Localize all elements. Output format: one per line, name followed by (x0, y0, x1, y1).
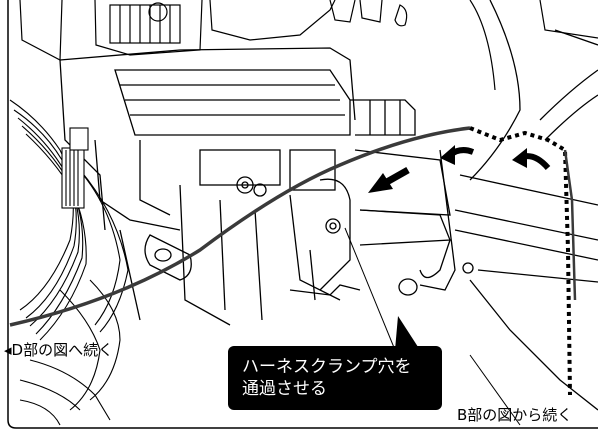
main-unit (59, 47, 451, 326)
frame-border (7, 0, 598, 429)
callout-line-2: 通過させる (242, 379, 327, 399)
hidden-cable-path (469, 126, 572, 396)
label-leader (469, 354, 521, 426)
callout-line-1: ハーネスクランプ穴を (242, 357, 412, 377)
top-structure (19, 0, 598, 91)
callout-pointer (395, 316, 420, 350)
direction-arrows (368, 145, 551, 193)
right-bracket (398, 0, 598, 411)
callout-leader (344, 227, 396, 351)
continue-from-b-label: B部の図から続く (457, 406, 573, 424)
callout-box: ハーネスクランプ穴を 通過させる (228, 346, 442, 410)
continue-to-d-label: ◂D部の図へ続く (4, 341, 114, 359)
cable-segment-right (563, 149, 577, 301)
wire-harness (9, 99, 129, 426)
routed-cable (9, 126, 471, 327)
